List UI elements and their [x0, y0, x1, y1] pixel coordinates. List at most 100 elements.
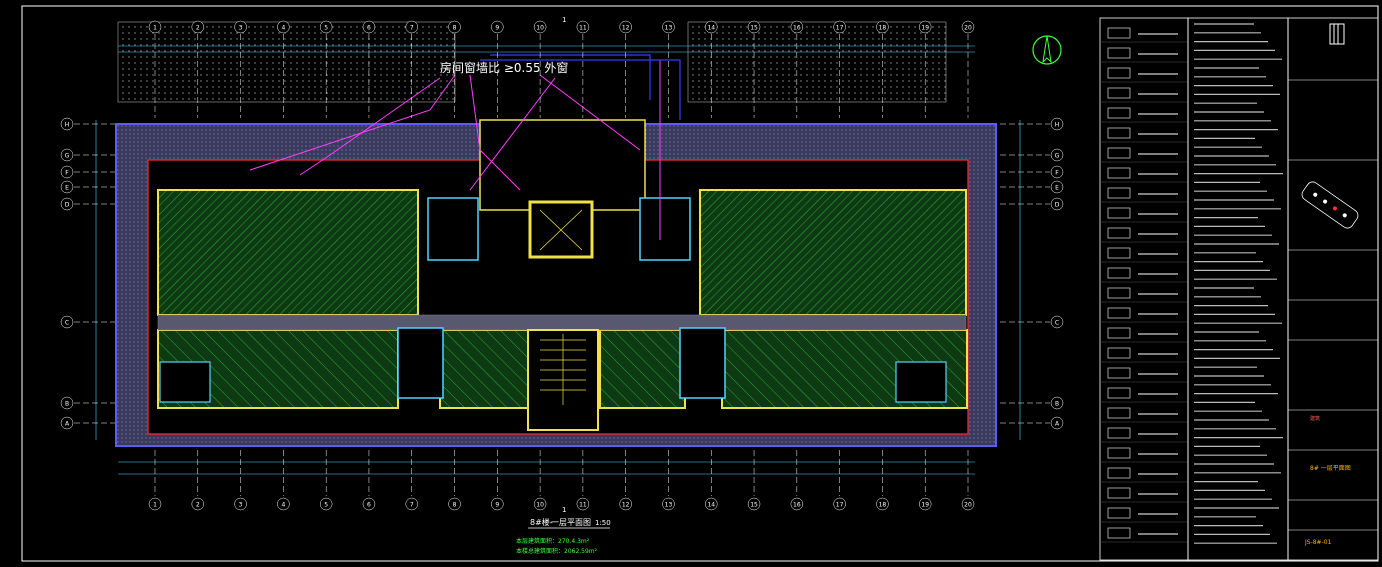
row-axis-label: F — [65, 170, 69, 177]
legend-symbol — [1107, 267, 1131, 279]
column-axis-label: 13 — [665, 25, 673, 32]
column-axis-label: 6 — [367, 25, 371, 32]
axis-bubble — [662, 497, 675, 511]
plan-annotation: 房间窗墙比 ≥0.55 外窗 — [440, 60, 568, 75]
column-axis-label: 14 — [707, 502, 715, 509]
column-axis-label: 15 — [750, 25, 758, 32]
column-axis-label: 19 — [921, 25, 929, 32]
landscape-area-left — [117, 21, 456, 103]
legend-symbol — [1107, 427, 1131, 439]
bathroom-2 — [639, 197, 691, 261]
legend-symbol — [1107, 287, 1131, 299]
column-axis-label: 14 — [707, 25, 715, 32]
row-axis-label: B — [1055, 401, 1059, 408]
axis-bubble — [747, 497, 761, 511]
axis-bubble — [448, 497, 461, 511]
axis-bubble — [319, 497, 333, 511]
axis-bubble — [405, 20, 418, 34]
column-axis-label: 10 — [536, 25, 544, 32]
axis-bubble — [876, 20, 889, 34]
axis-bubble — [705, 497, 718, 511]
legend-symbol — [1107, 187, 1131, 199]
column-axis-label: 18 — [879, 25, 887, 32]
legend-symbol — [1107, 327, 1131, 339]
row-axis-label: E — [65, 185, 69, 192]
section-mark-bottom: 1 — [562, 506, 566, 514]
axis-bubble — [1050, 416, 1064, 430]
title-block: 8# 一层平面图 JS-8#-01 建筑 — [1287, 17, 1379, 561]
key-plan-icon — [1301, 181, 1359, 229]
axis-bubble — [619, 497, 632, 511]
legend-symbol — [1107, 227, 1131, 239]
legend-symbol — [1107, 127, 1131, 139]
axis-bubble — [277, 20, 290, 34]
axis-bubble — [1050, 315, 1064, 329]
axis-bubble — [1050, 197, 1064, 211]
bathroom-4 — [679, 327, 726, 399]
bathroom-1 — [427, 197, 479, 261]
axis-bubble — [790, 497, 804, 511]
room-north-right — [699, 189, 967, 316]
legend-symbol — [1107, 367, 1131, 379]
axis-bubble — [1050, 180, 1064, 194]
legend-symbol — [1107, 247, 1131, 259]
axis-bubble — [448, 20, 461, 34]
plan-title-prefix: 8#楼- — [530, 517, 553, 527]
legend-panel — [1099, 17, 1189, 561]
column-axis-label: 19 — [921, 502, 929, 509]
column-axis-label: 7 — [410, 25, 414, 32]
column-axis-label: 16 — [793, 502, 801, 509]
axis-bubble — [833, 497, 846, 511]
axis-bubble — [405, 497, 418, 511]
row-axis-label: A — [1055, 421, 1060, 428]
axis-bubble — [491, 20, 504, 34]
axis-bubble — [1050, 148, 1064, 162]
column-axis-label: 8 — [453, 25, 457, 32]
plan-title: 一层平面图 — [551, 518, 591, 527]
legend-symbol — [1107, 407, 1131, 419]
bathroom-6 — [895, 361, 947, 403]
axis-bubble — [876, 497, 889, 511]
column-axis-label: 6 — [367, 502, 371, 509]
column-axis-label: 11 — [579, 25, 587, 32]
axis-bubble — [60, 180, 74, 194]
column-axis-label: 1 — [153, 502, 157, 509]
north-arrow-icon — [1032, 35, 1062, 65]
column-axis-label: 5 — [324, 502, 328, 509]
row-axis-label: F — [1055, 170, 1059, 177]
axis-bubble — [60, 117, 74, 131]
row-axis-label: G — [65, 153, 70, 160]
column-axis-label: 4 — [281, 25, 285, 32]
legend-symbol — [1107, 147, 1131, 159]
column-axis-label: 7 — [410, 502, 414, 509]
row-axis-label: C — [1055, 320, 1059, 327]
row-axis-label: G — [1055, 153, 1060, 160]
column-axis-label: 9 — [495, 502, 499, 509]
column-axis-label: 2 — [196, 502, 200, 509]
axis-bubble — [234, 497, 247, 511]
column-axis-label: 8 — [453, 502, 457, 509]
column-axis-label: 5 — [324, 25, 328, 32]
axis-bubble — [790, 20, 804, 34]
axis-bubble — [619, 20, 632, 34]
axis-bubble — [533, 497, 547, 511]
legend-symbol — [1107, 387, 1131, 399]
axis-bubble — [533, 20, 547, 34]
axis-bubble — [60, 416, 74, 430]
row-axis-label: E — [1055, 185, 1059, 192]
axis-bubble — [918, 20, 932, 34]
column-axis-label: 13 — [665, 502, 673, 509]
axis-bubble — [491, 497, 504, 511]
drawing-number: JS-8#-01 — [1304, 539, 1332, 546]
stamp-label: 建筑 — [1310, 415, 1320, 422]
axis-bubble — [148, 497, 162, 511]
column-axis-label: 15 — [750, 502, 758, 509]
axis-bubble — [60, 148, 74, 162]
axis-bubble — [319, 20, 333, 34]
sheet-title: 8# 一层平面图 — [1310, 465, 1351, 472]
company-logo-icon — [1329, 23, 1345, 45]
column-axis-label: 9 — [495, 25, 499, 32]
entrance-lobby — [479, 119, 646, 211]
row-axis-label: C — [65, 320, 69, 327]
